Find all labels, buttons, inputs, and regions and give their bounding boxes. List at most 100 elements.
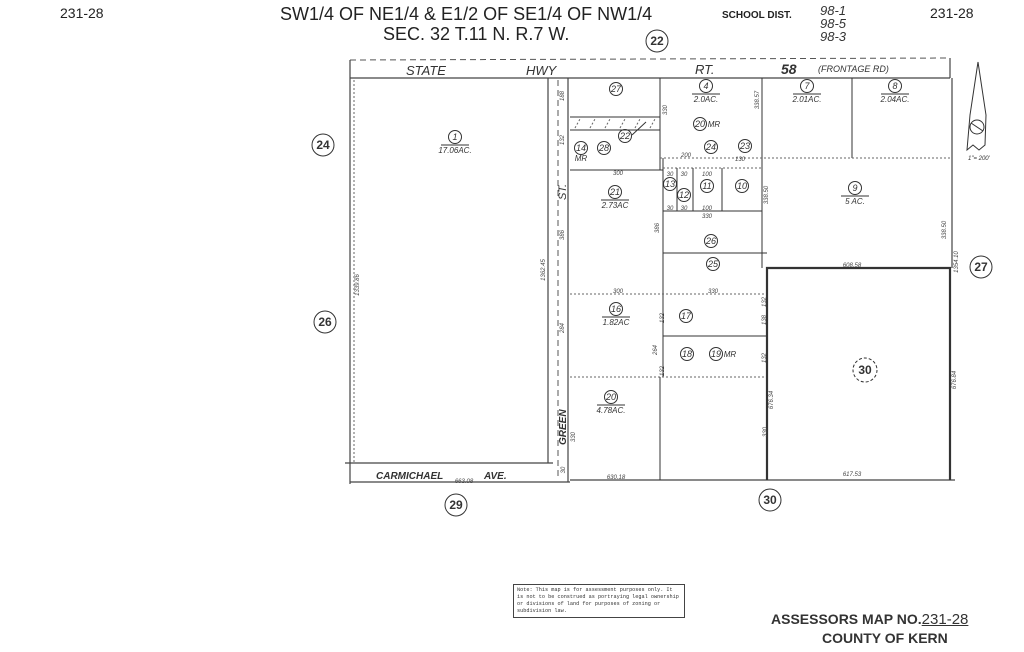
dimension-label: 1362.45 (541, 259, 547, 281)
parcel-12[interactable]: 12 (677, 188, 691, 202)
parcel-number: 12 (679, 190, 689, 200)
dimension-label: 330 (763, 426, 769, 437)
dimension-label: 386 (560, 229, 566, 240)
parcel-16[interactable]: 161.82AC (602, 302, 630, 328)
parcel-number-circle (800, 79, 814, 93)
parcel-note: MR (724, 350, 737, 359)
road-label-green: GREEN (558, 409, 569, 445)
dimension-label: 617.53 (843, 472, 862, 478)
parcel-27[interactable]: 27 (609, 82, 623, 96)
parcel-acreage: 4.78AC. (597, 406, 626, 415)
dimension-label: 200 (680, 153, 692, 159)
parcel-number-circle (735, 179, 749, 193)
parcel-26[interactable]: 26 (704, 234, 718, 248)
north-arrow-icon (966, 61, 987, 152)
parcel-number-circle (663, 177, 677, 191)
parcel-note: MR (575, 154, 588, 163)
adjacent-map-27[interactable]: 27 (969, 255, 993, 279)
parcel-number: 18 (682, 349, 692, 359)
adjacent-map-number: 26 (318, 315, 332, 329)
parcel-25[interactable]: 25 (706, 257, 720, 271)
parcel-number: 28 (598, 143, 609, 153)
dimension-label: 330 (702, 214, 713, 220)
parcel-number: 10 (737, 181, 747, 191)
adjacent-map-24[interactable]: 24 (311, 133, 335, 157)
parcel-13[interactable]: 13 (663, 177, 677, 191)
parcel-10[interactable]: 10 (735, 179, 749, 193)
parcel-24[interactable]: 24 (704, 140, 718, 154)
parcel-number-circle (679, 309, 693, 323)
dimension-label: 30 (561, 466, 567, 473)
dimension-label: 132 (660, 312, 666, 323)
parcel-9[interactable]: 95 AC. (841, 181, 869, 207)
parcel-number-circle (848, 181, 862, 195)
parcel-number: 8 (892, 81, 897, 91)
parcel-17[interactable]: 17 (679, 309, 693, 323)
map-no-label: ASSESSORS MAP NO. (771, 611, 922, 627)
parcel-number: 24 (705, 142, 716, 152)
dimension-label: 608.58 (843, 263, 862, 269)
parcel-number: 4 (703, 81, 708, 91)
adjacent-map-29[interactable]: 29 (444, 493, 468, 517)
parcel-acreage: 1.82AC (603, 318, 630, 327)
dimension-label: 300 (613, 289, 624, 295)
dimension-label: 630.18 (607, 475, 626, 481)
parcel-number: 7 (804, 81, 810, 91)
parcel-23[interactable]: 23 (738, 139, 752, 153)
road-label-carmichael: CARMICHAEL (376, 471, 443, 482)
parcel-number-circle (704, 234, 718, 248)
parcel-number: 23 (739, 141, 750, 151)
map-title-line2: SEC. 32 T.11 N. R.7 W. (383, 24, 569, 44)
parcel-number-circle (699, 79, 713, 93)
dimension-label: 30 (681, 206, 688, 212)
parcel-7[interactable]: 72.01AC. (792, 79, 822, 105)
adjacent-map-number: 22 (650, 34, 664, 48)
parcel-number-circle (677, 188, 691, 202)
parcel-number-circle (693, 117, 707, 131)
parcel-20[interactable]: 20 4.78AC. (597, 390, 626, 416)
parcel-number-circle (618, 129, 632, 143)
adjacent-map-26[interactable]: 26 (313, 310, 337, 334)
parcel-18[interactable]: 18 (680, 347, 694, 361)
parcel-number: 30 (858, 363, 872, 377)
dimension-label: 330 (663, 104, 669, 115)
dimension-label: 130 (735, 157, 746, 163)
parcel-number: 11 (702, 181, 711, 191)
parcel-acreage: 2.0AC. (693, 95, 718, 104)
parcel-30[interactable]: 30 (852, 357, 878, 383)
dimension-label: 30 (667, 172, 674, 178)
map-scale: 1"= 200' (968, 156, 991, 162)
map-no-value: 231-28 (921, 611, 969, 628)
dimension-label: 30 (667, 206, 674, 212)
parcel-11[interactable]: 11 (700, 179, 714, 193)
disclaimer-note: Note: This map is for assessment purpose… (513, 584, 685, 618)
parcel-number: 26 (705, 236, 716, 246)
parcel-28[interactable]: 28 (597, 141, 611, 155)
parcel-number: 20 (605, 392, 616, 402)
parcel-21[interactable]: 212.73AC (601, 185, 629, 211)
parcel-number: 17 (681, 311, 692, 321)
dimension-label: 1354.10 (954, 251, 960, 273)
dimension-label: 1339.86 (355, 274, 361, 296)
parcel-4[interactable]: 4 2.0AC. (692, 79, 720, 105)
dimension-label: 330 (571, 431, 577, 442)
adjacent-map-22[interactable]: 22 (645, 29, 669, 53)
adjacent-map-30[interactable]: 30 (758, 488, 782, 512)
school-dist-label: SCHOOL DIST. (722, 10, 792, 21)
dimension-label: 100 (702, 206, 713, 212)
assessors-map-number: ASSESSORS MAP NO.231-28 (771, 611, 968, 628)
parcel-8[interactable]: 82.04AC. (880, 79, 910, 105)
parcel-acreage: 5 AC. (845, 197, 865, 206)
road-label-ave: AVE. (483, 471, 507, 482)
dimension-label: 676.34 (769, 390, 775, 409)
parcel-number-circle (700, 179, 714, 193)
dimension-label: 264 (653, 344, 659, 356)
parcel-22[interactable]: 22 (618, 129, 632, 143)
dimension-label: 386 (655, 222, 661, 233)
adjacent-map-number: 30 (763, 493, 777, 507)
dimension-label: 100 (702, 172, 713, 178)
parcel-1[interactable]: 117.06AC. (438, 130, 472, 156)
